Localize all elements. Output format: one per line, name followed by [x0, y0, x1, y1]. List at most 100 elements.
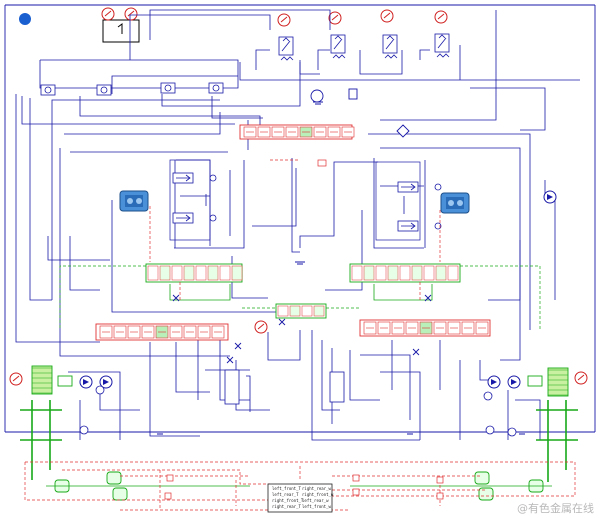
hydraulic-line	[325, 210, 363, 291]
signal-block-output: left_rear_w	[302, 498, 329, 503]
check-valve-icon	[434, 222, 442, 230]
cylinder-icon	[224, 369, 240, 405]
tank-icon	[405, 431, 415, 435]
hydraulic-line	[317, 49, 330, 70]
mechanical-link	[169, 284, 231, 301]
tank-icon	[295, 261, 305, 265]
hydraulic-line	[359, 50, 403, 75]
signal-node	[317, 159, 327, 167]
orifice-icon	[172, 294, 180, 302]
signal-block-input: left_front_T	[272, 486, 301, 491]
hydraulic-line	[219, 340, 250, 401]
spring-icon	[384, 54, 398, 59]
motor-coupling	[57, 375, 73, 387]
signal-node	[436, 492, 444, 500]
hydraulic-line	[15, 94, 100, 343]
check-valve-icon	[96, 84, 112, 96]
wheel-connector-icon	[474, 471, 490, 485]
hydraulic-line	[51, 99, 220, 300]
hydraulic-line	[246, 375, 251, 412]
relief-valve-icon	[330, 34, 346, 54]
tank-icon	[313, 101, 323, 105]
filter-icon	[348, 88, 358, 100]
relief-valve-icon	[278, 36, 294, 56]
hydraulic-line	[68, 371, 121, 440]
signal-node	[436, 476, 444, 484]
check-valve-icon	[208, 82, 224, 94]
check-ball-icon	[212, 84, 220, 92]
hydraulic-line	[161, 60, 301, 107]
motor-coupling	[527, 375, 543, 387]
sensor-gauge-icon	[277, 13, 291, 27]
sensor-gauge-icon	[254, 320, 268, 334]
spring-icon	[436, 53, 450, 58]
mechanical-reference-line	[59, 265, 146, 330]
hydraulic-line	[69, 236, 100, 291]
reservoir-icon	[19, 13, 31, 25]
orifice-icon	[234, 342, 242, 350]
pump-icon	[543, 190, 557, 204]
check-ball-icon	[164, 84, 172, 92]
signal-node	[352, 488, 360, 496]
wheel-hub-icon	[31, 365, 53, 395]
spring-icon	[332, 54, 346, 59]
coupling-section	[363, 265, 375, 281]
hydraulic-line	[64, 112, 221, 135]
sensor-port-icon	[483, 391, 493, 401]
transmission-left-icon	[119, 190, 149, 212]
hydraulic-line	[255, 49, 270, 70]
signal-line	[25, 461, 576, 497]
mechanical-link	[373, 284, 433, 301]
tank-icon	[155, 431, 165, 435]
coupling-section	[435, 265, 447, 281]
check-valve-icon	[209, 174, 217, 182]
signal-block-output: right_rear_w	[302, 486, 331, 491]
junction-icon	[396, 124, 410, 138]
accumulator-icon	[310, 89, 324, 103]
coupling-section	[387, 265, 399, 281]
hydraulic-line	[321, 340, 340, 411]
hydraulic-line	[380, 147, 521, 301]
coupling-section	[447, 265, 459, 281]
hydraulic-line	[111, 75, 238, 94]
coupling-section	[219, 265, 231, 281]
hydraulic-line	[419, 49, 430, 60]
sensor-gauge-icon	[328, 11, 342, 25]
spring-icon	[280, 56, 294, 61]
hydraulic-line	[29, 98, 52, 301]
hydraulic-line	[470, 87, 546, 131]
check-ball-icon	[44, 86, 52, 94]
manifold-block	[102, 19, 140, 43]
hydraulic-line	[267, 330, 301, 361]
coupling-section	[159, 265, 171, 281]
hydraulic-line	[175, 342, 210, 393]
coupling-section	[183, 265, 195, 281]
hydraulic-line	[79, 96, 261, 132]
hydraulic-line	[500, 240, 521, 361]
sensor-gauge-icon	[9, 372, 23, 386]
hydraulic-line	[311, 330, 420, 441]
sensor-port-icon	[485, 425, 495, 435]
hydraulic-motor-icon	[487, 375, 501, 389]
check-valve-icon	[209, 214, 217, 222]
hydraulic-line	[129, 14, 271, 60]
valve-group-left	[169, 159, 211, 241]
signal-node	[166, 474, 174, 482]
hydraulic-line	[235, 360, 270, 411]
directional-valve-icon	[397, 220, 419, 232]
coupling-section	[423, 265, 435, 281]
sensor-gauge-icon	[124, 7, 138, 21]
hydraulic-line	[39, 59, 239, 89]
signal-block-box	[267, 483, 333, 513]
center-coupling	[275, 303, 327, 319]
hydraulic-line	[239, 62, 580, 81]
coupling-section	[195, 265, 207, 281]
mechanical-reference-line	[460, 265, 541, 330]
sensor-gauge-icon	[101, 7, 115, 21]
coupling-section	[351, 265, 363, 281]
wheel-connector-icon	[112, 487, 128, 501]
sensor-port-icon	[79, 425, 89, 435]
coupling-section	[313, 305, 325, 317]
relief-valve-icon	[434, 33, 450, 53]
